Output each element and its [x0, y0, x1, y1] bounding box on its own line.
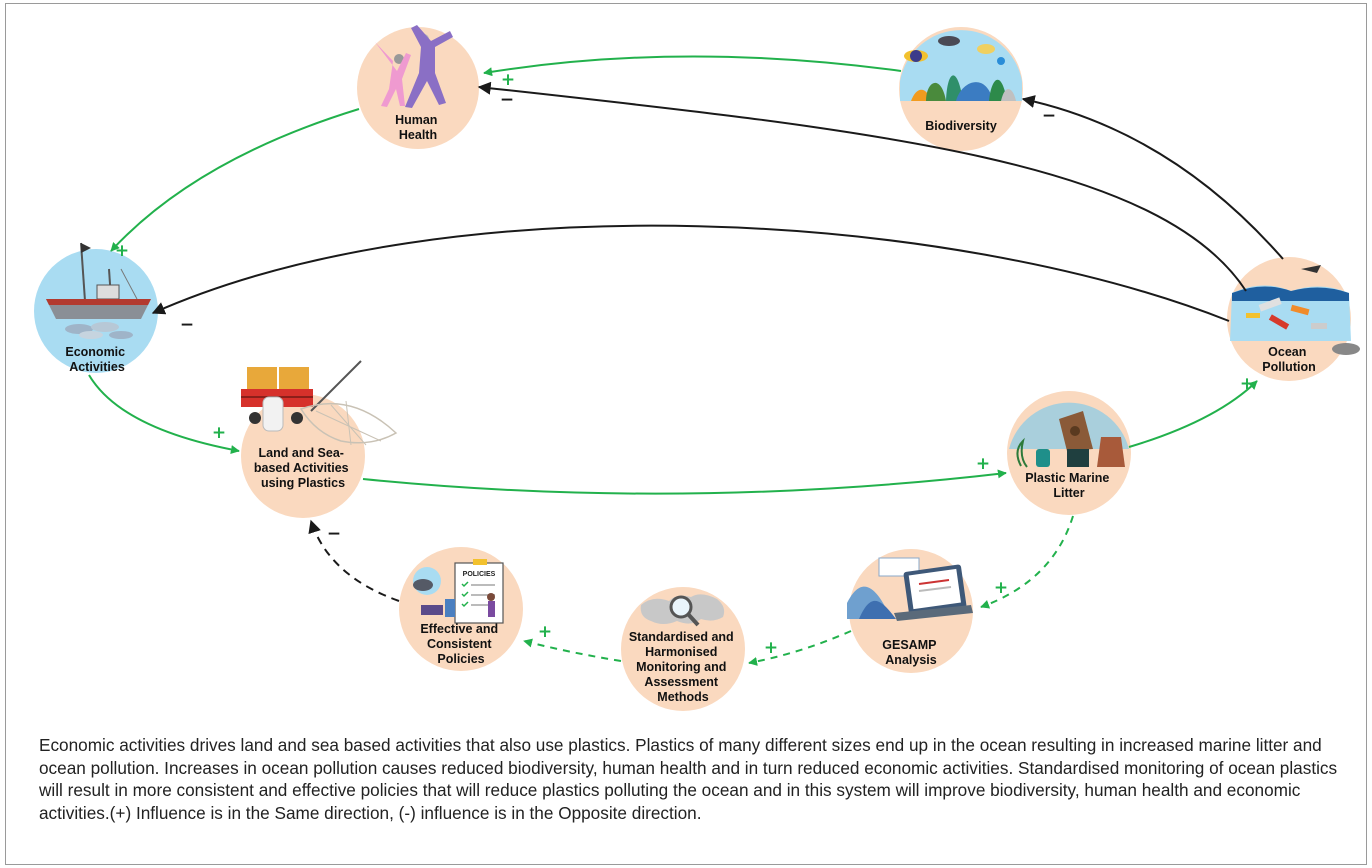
- node-label-plastic-marine-litter: Plastic Marine Litter: [1025, 471, 1113, 500]
- svg-text:+: +: [538, 622, 552, 642]
- node-economic-activities: Economic Activities: [34, 242, 158, 374]
- human-figures-icon: [375, 25, 453, 108]
- svg-text:+: +: [115, 241, 129, 261]
- node-label-effective-policies: Effective and Consistent Policies: [420, 622, 501, 666]
- link-health-to-economic: +: [110, 108, 360, 261]
- node-gesamp-analysis: GESAMP Analysis: [847, 549, 973, 673]
- svg-text:+: +: [1240, 374, 1254, 394]
- polluted-ocean-icon: [1230, 265, 1360, 355]
- link-gesamp-to-monitoring: +: [748, 630, 852, 666]
- plastic-crates-net-icon: [241, 360, 398, 446]
- marine-litter-icon: [1009, 402, 1129, 468]
- coral-reef-fish-icon: [900, 30, 1022, 101]
- causal-loop-diagram: Human Health Biodiversity: [34, 25, 1360, 711]
- link-litter-to-gesamp: +: [980, 515, 1074, 609]
- policies-document-icon: POLICIES: [413, 559, 504, 624]
- link-policies-to-landsea: −: [308, 519, 400, 602]
- node-land-sea-activities: Land and Sea- based Activities using Pla…: [241, 360, 398, 518]
- node-label-land-sea-activities: Land and Sea- based Activities using Pla…: [254, 446, 352, 490]
- link-litter-to-pollution: +: [1128, 374, 1258, 448]
- node-standardised-monitoring: Standardised and Harmonised Monitoring a…: [621, 587, 745, 711]
- policies-doc-heading: POLICIES: [463, 571, 496, 578]
- svg-text:−: −: [1042, 106, 1056, 126]
- svg-text:+: +: [976, 454, 990, 474]
- figure-frame: Human Health Biodiversity: [5, 3, 1367, 865]
- world-map-magnifier-icon: [640, 594, 725, 627]
- node-label-economic-activities: Economic Activities: [65, 345, 128, 374]
- node-biodiversity: Biodiversity: [899, 27, 1023, 151]
- link-economic-to-landsea: +: [88, 374, 240, 454]
- svg-text:+: +: [501, 70, 515, 90]
- link-pollution-to-economic: −: [151, 224, 1230, 335]
- link-pollution-to-biodiversity: −: [1021, 95, 1284, 260]
- fishing-boat-icon: [46, 242, 151, 339]
- node-plastic-marine-litter: Plastic Marine Litter: [1007, 391, 1131, 515]
- node-human-health: Human Health: [357, 25, 479, 149]
- link-biodiversity-to-health: +: [483, 55, 902, 90]
- node-label-standardised-monitoring: Standardised and Harmonised Monitoring a…: [629, 630, 737, 704]
- svg-text:+: +: [212, 423, 226, 443]
- node-effective-policies: POLICIES Effective and Consistent Polici…: [399, 547, 523, 671]
- node-label-gesamp-analysis: GESAMP Analysis: [882, 638, 939, 667]
- node-ocean-pollution: Ocean Pollution: [1227, 257, 1360, 381]
- svg-text:−: −: [180, 315, 194, 335]
- node-label-biodiversity: Biodiversity: [925, 119, 997, 133]
- svg-text:−: −: [500, 90, 514, 110]
- link-monitoring-to-policies: +: [523, 622, 622, 662]
- link-landsea-to-litter: +: [362, 454, 1007, 495]
- svg-text:+: +: [764, 638, 778, 658]
- node-label-ocean-pollution: Ocean Pollution: [1262, 345, 1315, 374]
- svg-text:−: −: [327, 524, 341, 544]
- link-pollution-to-health: −: [477, 81, 1247, 292]
- figure-caption: Economic activities drives land and sea …: [39, 735, 1338, 823]
- node-label-human-health: Human Health: [395, 113, 441, 142]
- svg-text:+: +: [994, 578, 1008, 598]
- laptop-analysis-icon: [847, 557, 973, 621]
